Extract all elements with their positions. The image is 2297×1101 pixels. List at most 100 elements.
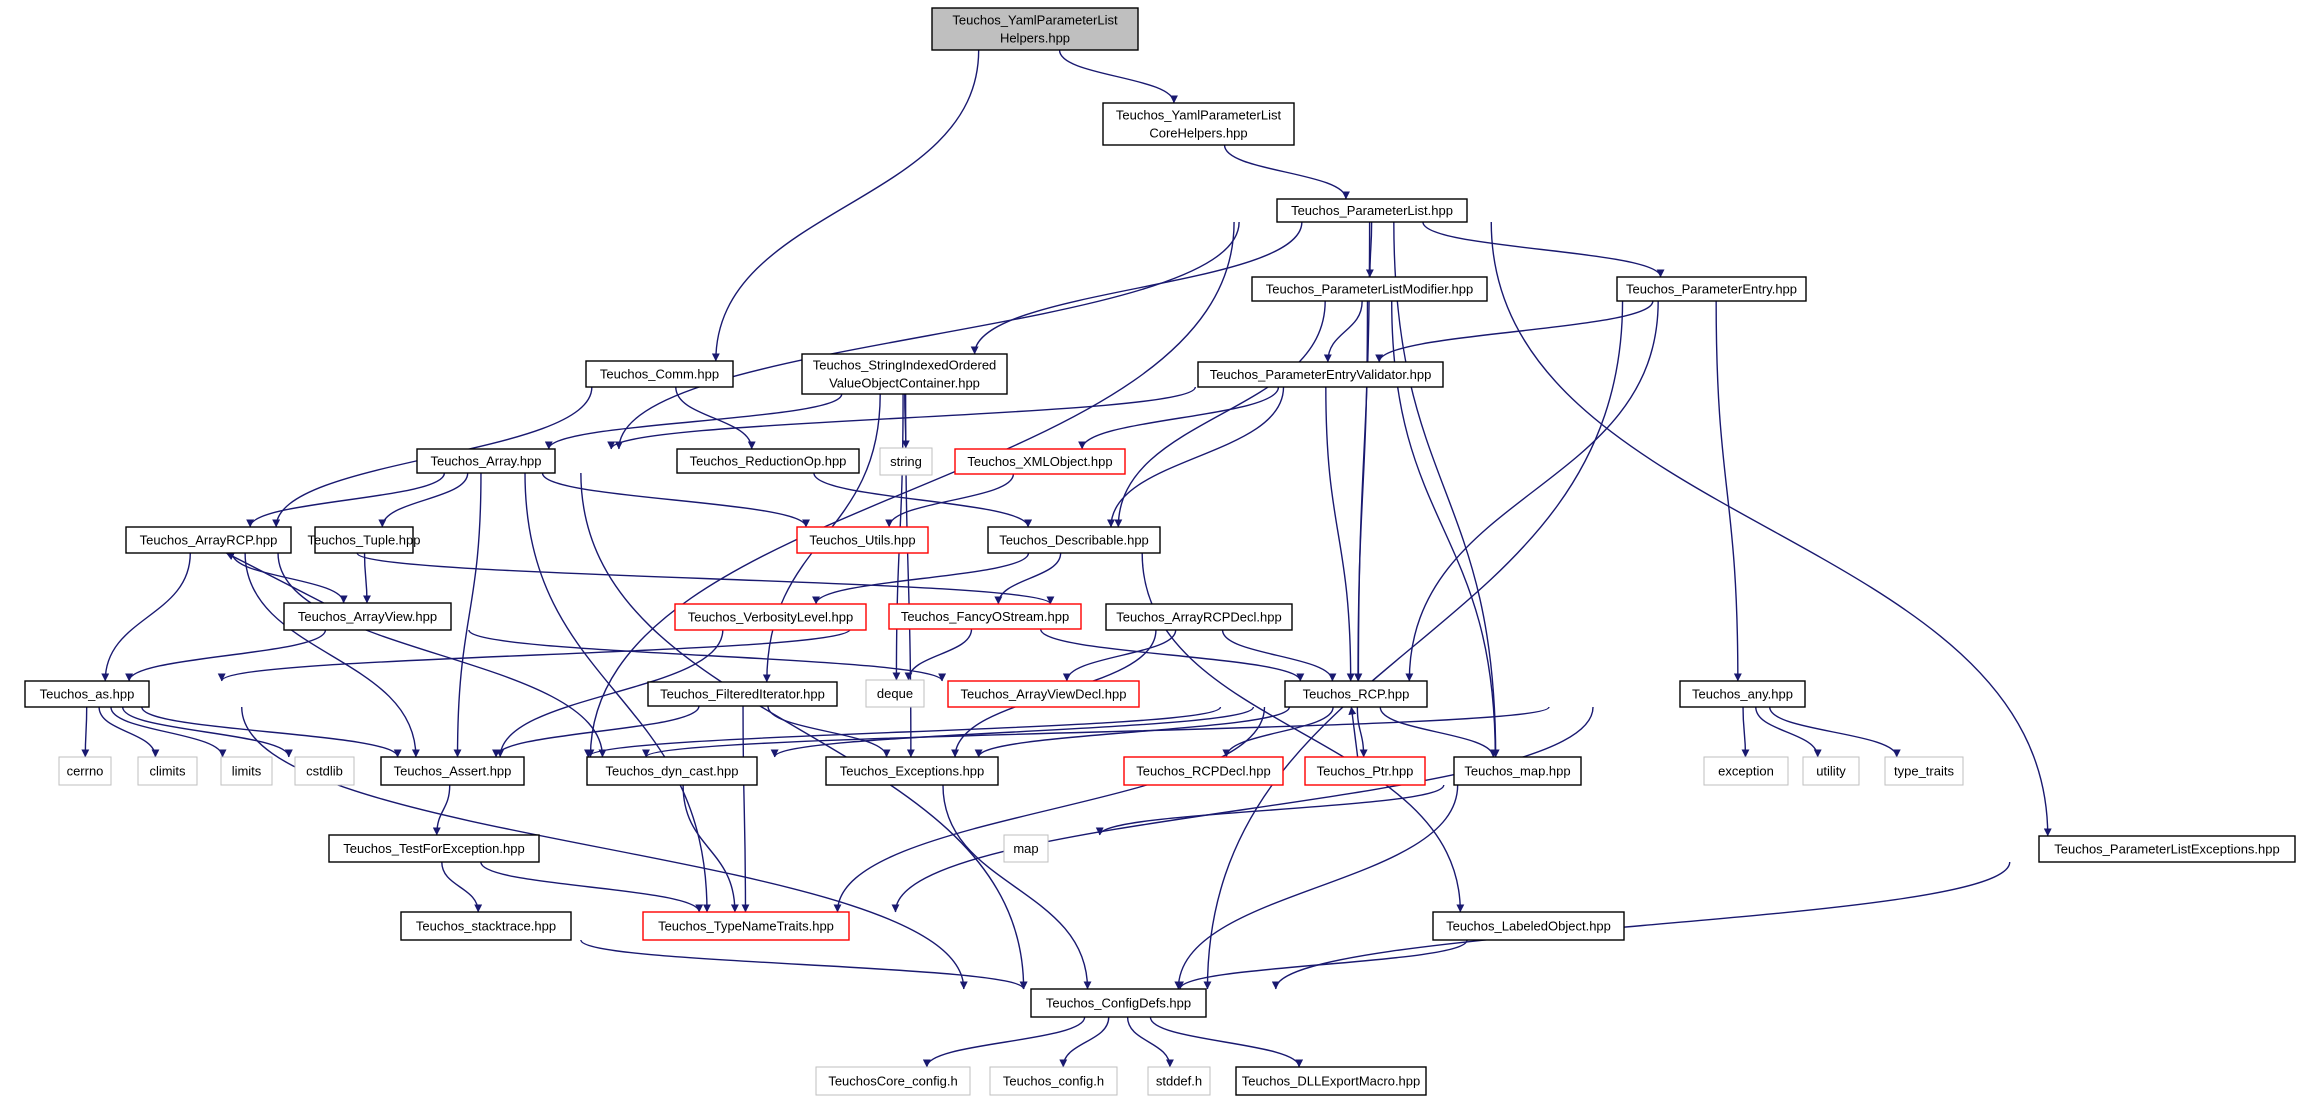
edge-testforexc-to-stacktrace [441,861,483,913]
node-label: string [890,454,922,469]
node-label: Teuchos_ArrayViewDecl.hpp [961,687,1127,702]
node-box [283,602,452,631]
node-typenametraits[interactable]: Teuchos_TypeNameTraits.hpp [642,911,850,941]
edge-reductionop-to-describable [813,472,1033,528]
node-box [1432,911,1625,941]
node-array[interactable]: Teuchos_Array.hpp [416,448,556,474]
node-dllexport[interactable]: Teuchos_DLLExportMacro.hpp [1235,1066,1427,1096]
node-label: Teuchos_as.hpp [40,687,135,702]
node-pentry[interactable]: Teuchos_ParameterEntry.hpp [1616,276,1807,302]
edge-arrayrcp-to-as [101,552,191,682]
node-box [1147,1066,1211,1096]
node-box [125,526,292,554]
node-paramlist[interactable]: Teuchos_ParameterList.hpp [1276,198,1468,223]
node-box [1003,834,1049,863]
edge-configdefs-to-dllexport [1149,1016,1304,1068]
node-box [865,679,925,708]
node-exceptions[interactable]: Teuchos_Exceptions.hpp [825,756,999,786]
node-label: ValueObjectContainer.hpp [829,376,980,391]
node-box [879,447,933,476]
node-any[interactable]: Teuchos_any.hpp [1679,680,1806,708]
node-plmodifier[interactable]: Teuchos_ParameterListModifier.hpp [1251,276,1488,302]
edge-dyncast-to-typenametraits [682,784,739,913]
edge-fancyostream-to-deque [904,628,973,681]
node-pevalidator[interactable]: Teuchos_ParameterEntryValidator.hpp [1197,361,1444,388]
edge-filtered-to-typenametraits [741,705,750,913]
node-dyncast[interactable]: Teuchos_dyn_cast.hpp [586,756,758,786]
node-label: Teuchos_ParameterEntryValidator.hpp [1210,367,1432,382]
node-label: Teuchos_ArrayRCP.hpp [140,533,278,548]
edge-paramlist-to-map_hpp [1393,221,1500,758]
node-filtered[interactable]: Teuchos_FilteredIterator.hpp [647,681,838,707]
edge-pentry-to-any [1715,300,1742,682]
node-box [328,834,540,863]
node-label: Teuchos_ConfigDefs.hpp [1046,996,1191,1011]
node-type-traits: type_traits [1884,756,1964,786]
node-arrayrcpdecl[interactable]: Teuchos_ArrayRCPDecl.hpp [1105,603,1293,631]
node-rcp[interactable]: Teuchos_RCP.hpp [1284,680,1428,708]
node-stacktrace[interactable]: Teuchos_stacktrace.hpp [400,911,572,941]
node-box [400,911,572,941]
node-assert[interactable]: Teuchos_Assert.hpp [380,756,525,786]
node-configdefs[interactable]: Teuchos_ConfigDefs.hpp [1030,988,1207,1018]
node-plexceptions[interactable]: Teuchos_ParameterListExceptions.hpp [2038,835,2296,863]
edge-as-to-assert [141,706,402,758]
edge-sioc-to-array [544,393,843,450]
edge-fancyostream-to-rcp [1039,628,1305,682]
edge-pevalidator-to-describable [1106,386,1285,528]
node-testforexc[interactable]: Teuchos_TestForException.hpp [328,834,540,863]
node-sioc[interactable]: Teuchos_StringIndexedOrderedValueObjectC… [801,353,1008,395]
node-arrayview[interactable]: Teuchos_ArrayView.hpp [283,602,452,631]
edge-any-to-exception [1741,706,1750,758]
node-box [1304,756,1426,786]
node-xmlobject[interactable]: Teuchos_XMLObject.hpp [954,448,1126,475]
node-label: Teuchos_stacktrace.hpp [416,919,556,934]
node-arrayviewdecl[interactable]: Teuchos_ArrayViewDecl.hpp [947,680,1140,708]
node-utils[interactable]: Teuchos_Utils.hpp [796,526,929,554]
node-limits: limits [220,756,273,786]
node-label: cerrno [67,764,104,779]
node-verbosity[interactable]: Teuchos_VerbosityLevel.hpp [674,603,867,631]
edge-pentry-to-rcp [1405,300,1659,682]
node-label: Teuchos_RCPDecl.hpp [1136,764,1270,779]
node-utility: utility [1802,756,1860,786]
edge-describable-to-fancyostream [994,552,1062,605]
node-label: map [1013,841,1038,856]
node-label: Teuchos_Utils.hpp [809,533,915,548]
node-reductionop[interactable]: Teuchos_ReductionOp.hpp [676,448,860,474]
edge-verbosity-to-assert [496,629,724,758]
edge-any-to-type_traits [1769,706,1901,758]
node-cstdlib: cstdlib [294,756,355,786]
edge-rcp-to-assert [584,706,1222,758]
node-label: Teuchos_XMLObject.hpp [967,454,1112,469]
edge-pentry-to-configdefs [1203,300,1624,990]
edge-filtered-to-exceptions [767,705,891,758]
node-box [1884,756,1964,786]
node-tuple[interactable]: Teuchos_Tuple.hpp [308,526,421,554]
node-arrayrcp[interactable]: Teuchos_ArrayRCP.hpp [125,526,292,554]
node-map-hpp[interactable]: Teuchos_map.hpp [1453,756,1582,786]
edge-yaml_core-to-paramlist [1223,144,1350,200]
node-label: limits [232,764,262,779]
node-describable[interactable]: Teuchos_Describable.hpp [987,526,1161,554]
node-labeledobject[interactable]: Teuchos_LabeledObject.hpp [1432,911,1625,941]
node-corecfg: TeuchosCore_config.h [815,1066,971,1096]
node-label: cstdlib [306,764,343,779]
edge-fancyostream-to-as [217,628,851,682]
node-label: Teuchos_dyn_cast.hpp [606,764,739,779]
edge-exceptions-to-configdefs [942,784,1092,990]
node-ptr[interactable]: Teuchos_Ptr.hpp [1304,756,1426,786]
node-label: exception [1718,764,1774,779]
node-rcpdecl[interactable]: Teuchos_RCPDecl.hpp [1123,756,1284,786]
node-box [1235,1066,1427,1096]
edge-paramlist-to-plexceptions [1490,221,2052,837]
node-label: Teuchos_ReductionOp.hpp [690,454,847,469]
node-as[interactable]: Teuchos_as.hpp [24,680,150,708]
node-fancyostream[interactable]: Teuchos_FancyOStream.hpp [888,603,1082,630]
node-label: Helpers.hpp [1000,31,1070,46]
node-label: Teuchos_FilteredIterator.hpp [660,687,825,702]
edge-array-to-configdefs [580,472,1028,990]
node-comm[interactable]: Teuchos_Comm.hpp [585,360,734,388]
